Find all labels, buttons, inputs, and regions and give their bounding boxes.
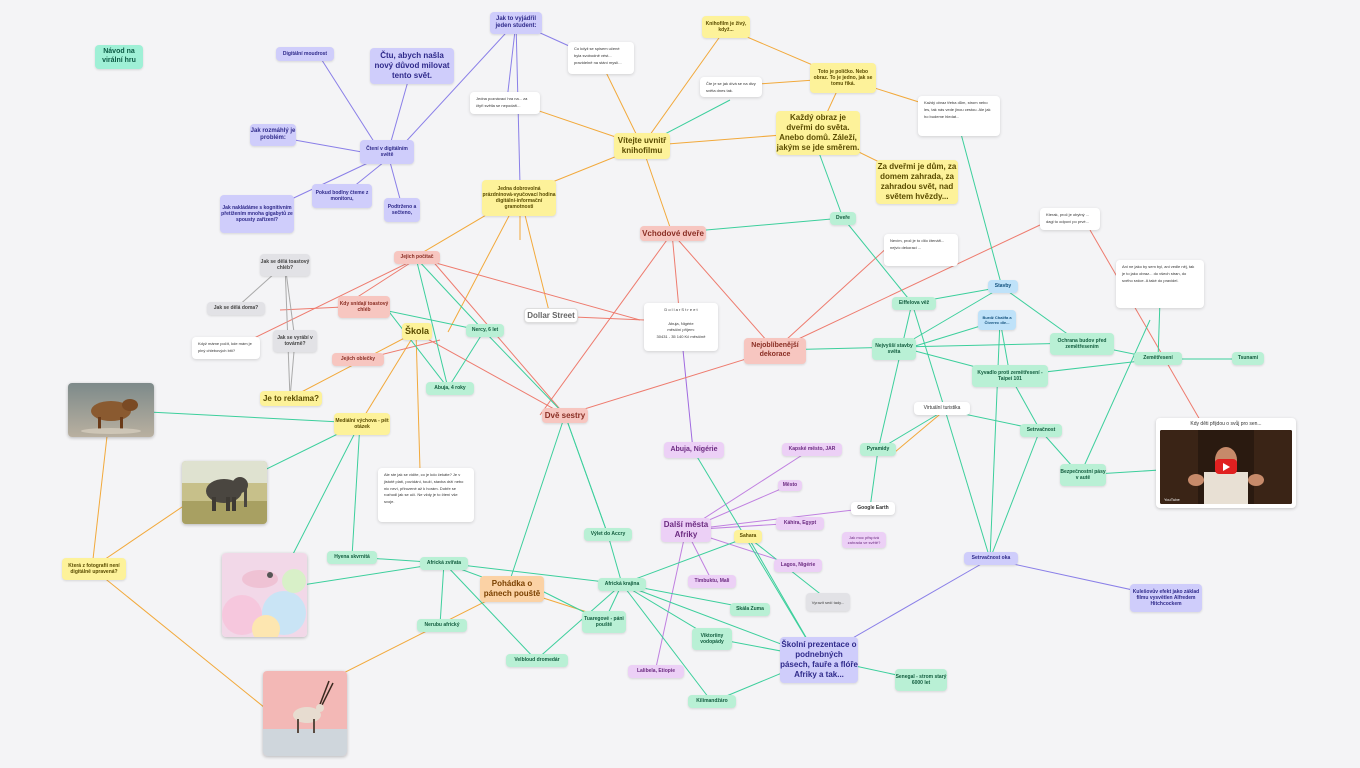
- mesto-node[interactable]: Město: [778, 480, 802, 491]
- aleste-note[interactable]: Ale ste jak se vidíte, co je kdo čekáte?…: [378, 468, 474, 522]
- senegal-node[interactable]: Senegal - strom starý 6000 let: [895, 669, 947, 691]
- kdyz-mame-note[interactable]: Když máme počít, kde mám je plný chlebov…: [192, 337, 260, 359]
- pyramidy-node[interactable]: Pyramidy: [860, 443, 896, 456]
- je-to-reklama-node[interactable]: Je to reklama?: [260, 391, 322, 406]
- jak-rozmahly-node[interactable]: Jak rozmáhlý je problém:: [250, 124, 296, 146]
- kahira-node[interactable]: Káhira, Egypt: [776, 517, 824, 530]
- eiffelova-node[interactable]: Eiffelova věž: [892, 297, 936, 310]
- student-quote-note[interactable]: Co když se spisem učené byla svobodně vé…: [568, 42, 634, 74]
- pastel-snake-image: [222, 553, 307, 637]
- bezpecnostni-pasy-node[interactable]: Bezpečnostní pásy v autě: [1060, 464, 1106, 486]
- viktoriiny-node[interactable]: Viktoriiny vodopády: [692, 628, 732, 650]
- jedna-poznamka-note[interactable]: Jedna poznávací hra na... za čtyři světl…: [470, 92, 540, 114]
- kterak-note[interactable]: Kterak, proč je obytný ... dagi to odpov…: [1040, 208, 1100, 230]
- vitejte-node[interactable]: Vítejte uvnitř knihofilmu: [614, 133, 670, 159]
- ktera-fotografie-node[interactable]: Která z fotografií není digitálně uprave…: [62, 558, 126, 580]
- cte-je-note[interactable]: Čte je se jak dívá se na divy světa dnes…: [700, 77, 762, 97]
- zemetreseni-node[interactable]: Zemětřesení: [1134, 352, 1182, 365]
- vchodove-dvere-node[interactable]: Vchodové dveře: [640, 226, 706, 241]
- nejoblibenejsi-node[interactable]: Nejoblíbenější dekorace: [744, 338, 806, 364]
- elephant-image: [182, 461, 267, 524]
- dollar-street-note[interactable]: D o l l a r S t r e e t Abuja, Nigérie m…: [644, 303, 718, 351]
- ani-ne-note[interactable]: Ani ne jako by sem byl, ani vedle něj, t…: [1116, 260, 1204, 308]
- jak-vyjadril-node[interactable]: Jak to vyjádřil jeden student:: [490, 12, 542, 34]
- jak-se-vyrabi-node[interactable]: Jak se vyrábí v továrně?: [273, 330, 317, 352]
- pohadka-node[interactable]: Pohádka o pánech pouště: [480, 576, 544, 602]
- timbuktu-node[interactable]: Timbuktu, Mali: [688, 575, 736, 588]
- vyrazit-node[interactable]: Vyrazit sedí tady...: [806, 593, 850, 611]
- kazdy-obraz-node[interactable]: Každý obraz je dveřmi do světa. Anebo do…: [776, 111, 860, 155]
- kilimandzaro-node[interactable]: Kilimandžáro: [688, 695, 736, 708]
- abuja-nigerie-node[interactable]: Abuja, Nigérie: [664, 442, 724, 458]
- dve-sestry-node[interactable]: Dvě sestry: [542, 408, 588, 423]
- setrvacnost-oka-node[interactable]: Setrvačnost oka: [964, 552, 1018, 565]
- video-caption: Kdy děti přijdou o svůj pro sen...: [1190, 421, 1262, 427]
- africka-zvirata-node[interactable]: Africká zvířata: [420, 557, 468, 570]
- za-dvermi-node[interactable]: Za dveřmi je dům, za domem zahrada, za z…: [876, 160, 958, 204]
- skola-node[interactable]: Škola: [402, 323, 432, 340]
- toto-je-policko-node[interactable]: Toto je políčko. Nebo obraz. To je jedno…: [810, 63, 876, 93]
- dvere-node[interactable]: Dveře: [830, 212, 856, 225]
- jedna-dobrovolna-node[interactable]: Jedna dobrovolná prázdninová-vyučovací h…: [482, 180, 556, 216]
- tuaregove-node[interactable]: Tuaregové - páni pouště: [582, 611, 626, 633]
- video-card[interactable]: Kdy děti přijdou o svůj pro sen... YouTu…: [1156, 418, 1296, 508]
- nevim-note[interactable]: Nevím, proč je to dílo čtenáři... nejvíc…: [884, 234, 958, 266]
- medialni-vychova-node[interactable]: Mediální výchova - pět otázek: [334, 413, 390, 435]
- ochrana-budov-node[interactable]: Ochrana budov před zemětřesením: [1050, 333, 1114, 355]
- dollar-street-node[interactable]: Dollar Street: [524, 308, 578, 323]
- ctu-node[interactable]: Čtu, abych našla nový důvod milovat tent…: [370, 48, 454, 84]
- setrvacnost-node[interactable]: Setrvačnost: [1020, 424, 1062, 437]
- dalsi-mesta-node[interactable]: Další města Afriky: [661, 518, 711, 542]
- lalibela-node[interactable]: Lalibela, Etiopie: [628, 665, 684, 678]
- tsunami-node[interactable]: Tsunami: [1232, 352, 1264, 365]
- google-earth-node[interactable]: Google Earth: [851, 502, 895, 515]
- jejich-oblecky-node[interactable]: Jejich oblečky: [332, 353, 384, 366]
- vylet-accra-node[interactable]: Výlet do Accry: [584, 528, 632, 541]
- jak-se-dela-toastovy-node[interactable]: Jak se dělá toastový chléb?: [260, 254, 310, 276]
- pink-oryx-image: [263, 671, 347, 756]
- navod-node[interactable]: Návod na virální hru: [95, 45, 143, 69]
- kazdy-obraz-note[interactable]: Každý obraz třeba dům, strom nebo les, t…: [918, 96, 1000, 136]
- nercy-node[interactable]: Nercy, 6 let: [466, 324, 504, 337]
- play-icon[interactable]: [1215, 459, 1237, 474]
- hyena-running-image: [68, 383, 154, 437]
- pokud-bodlny-node[interactable]: Pokud bodlny čteme z monitoru,: [312, 184, 372, 208]
- youtube-logo: YouTube: [1164, 497, 1180, 502]
- lagos-node[interactable]: Lagos, Nigérie: [774, 559, 822, 572]
- hyena-running-photo[interactable]: [68, 383, 154, 437]
- podtrzeno-node[interactable]: Podtrženo a sečteno,: [384, 198, 420, 222]
- skala-zuma-node[interactable]: Skála Zuma: [730, 603, 770, 616]
- kapske-mesto-node[interactable]: Kapské město, JAR: [782, 443, 842, 456]
- jak-nakladame-node[interactable]: Jak nakládáme s kognitivním přetížením m…: [220, 195, 294, 233]
- digitalni-moudrost-node[interactable]: Digitální moudrost: [276, 47, 334, 61]
- kdy-snidaji-node[interactable]: Kdy snídají toastový chléb: [338, 296, 390, 318]
- sahara-node[interactable]: Sahara: [734, 530, 762, 543]
- snake-photo[interactable]: [222, 553, 307, 637]
- abuja-4-roky-node[interactable]: Abuja, 4 roky: [426, 382, 474, 395]
- burj-node[interactable]: Burdž Chalífa a Čtverec dle...: [978, 310, 1016, 330]
- elephant-photo[interactable]: [182, 461, 267, 524]
- jak-moc-node[interactable]: Jak moc přispívá zahrada ve světě?: [842, 532, 886, 548]
- kyvadlo-node[interactable]: Kyvadlo proti zemětřesení - Taipei 101: [972, 365, 1048, 387]
- africka-krajina-node[interactable]: Africká krajina: [598, 578, 646, 591]
- skolni-prezentace-node[interactable]: Školní prezentace o podnebných pásech, f…: [780, 637, 858, 683]
- video-player[interactable]: YouTube: [1160, 430, 1292, 504]
- jak-se-dela-doma-node[interactable]: Jak se dělá doma?: [207, 302, 265, 315]
- jejich-pocitac-node[interactable]: Jejich počítač: [394, 251, 440, 264]
- stavby-node[interactable]: Stavby: [988, 280, 1018, 293]
- velbloud-node[interactable]: Velbloud dromedár: [506, 654, 568, 667]
- oryx-photo[interactable]: [263, 671, 347, 756]
- virtualni-turistika-node[interactable]: Virtuální turistika: [914, 402, 970, 415]
- kulesovuv-node[interactable]: Kulešovův efekt jako základ filmu vysvět…: [1130, 584, 1202, 612]
- nejvyssi-node[interactable]: Nejvyšší stavby světa: [872, 338, 916, 360]
- cteni-digital-node[interactable]: Čtení v digitálním světě: [360, 140, 414, 164]
- hyena-node[interactable]: Hyena skvrnitá: [327, 551, 377, 564]
- knihofilm-zivy-node[interactable]: Knihofilm je živý, když...: [702, 16, 750, 38]
- nerubu-africky-node[interactable]: Nerubu africký: [417, 619, 467, 632]
